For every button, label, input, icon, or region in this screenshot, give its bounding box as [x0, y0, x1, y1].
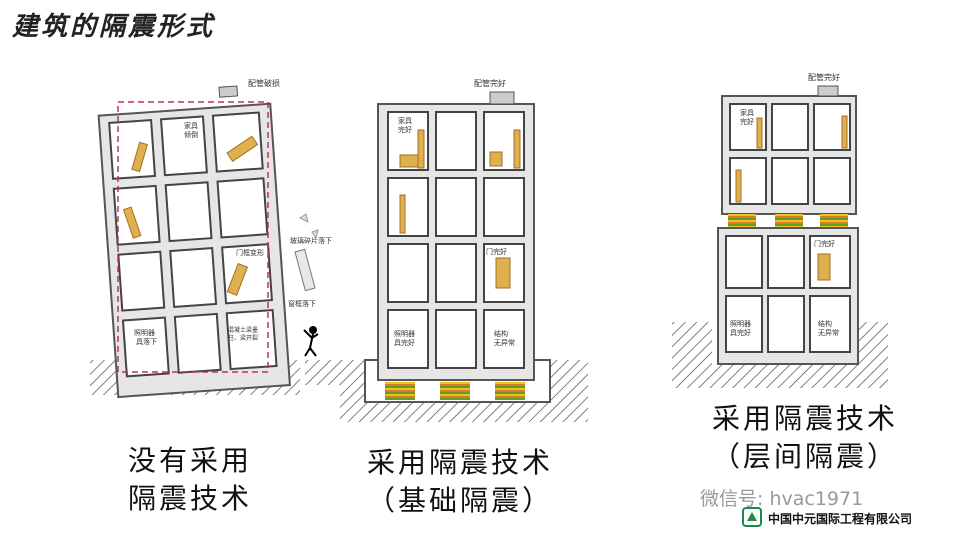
label-furniture-ok-2: 家具完好 — [398, 116, 412, 134]
label-door-deform: 门框变形 — [236, 248, 264, 257]
label-pipe-ok-3: 配管完好 — [808, 72, 840, 82]
label-structure-ok-3: 结构无异常 — [818, 319, 839, 337]
label-pipe-broken: 配管破损 — [248, 78, 280, 88]
label-lamp-ok-3: 照明器具完好 — [730, 320, 751, 337]
label-structure-ok-2: 结构无异常 — [494, 329, 515, 347]
label-furniture-fall: 家具倾倒 — [184, 121, 198, 139]
caption-2: 采用隔震技术 （基础隔震） — [345, 444, 575, 520]
label-pipe-ok-2: 配管完好 — [474, 78, 506, 88]
label-window-fall: 窗框落下 — [288, 299, 316, 308]
label-door-ok-3: 门完好 — [814, 239, 835, 248]
building-no-isolation: 配管破损 家具倾倒 玻璃碎片落下 门框变形 窗框落下 照明器具落下 混凝土梁墨柱… — [90, 78, 365, 399]
company-logo-icon — [742, 507, 762, 527]
label-concrete-crack: 混凝土梁墨柱、梁开裂 — [228, 326, 258, 342]
label-lamp-ok-2: 照明器具完好 — [394, 330, 415, 347]
bearing-3c — [820, 214, 848, 228]
caption-2-line1: 采用隔震技术 — [366, 446, 553, 479]
bearing-3a — [728, 214, 756, 228]
label-furniture-ok-3: 家具完好 — [740, 108, 754, 126]
company-name: 中国中元国际工程有限公司 — [768, 512, 913, 526]
building-base-isolation: 配管完好 家具完好 门完好 照明器具完好 结构无异常 — [340, 78, 588, 422]
building-interstory-isolation: 配管完好 家具完好 门完好 照明器具完好 结构无异常 — [672, 72, 888, 388]
bearing-2c — [495, 382, 525, 400]
bearing-3b — [775, 214, 803, 228]
caption-1: 没有采用 隔震技术 — [100, 442, 280, 518]
caption-1-line2: 隔震技术 — [127, 482, 252, 515]
person-falling-1 — [303, 326, 319, 357]
caption-1-line1: 没有采用 — [127, 444, 252, 477]
label-lamp-fall: 照明器具落下 — [134, 329, 157, 346]
bearing-2a — [385, 382, 415, 400]
caption-2-line2: （基础隔震） — [366, 484, 553, 517]
label-door-ok-2: 门完好 — [486, 247, 507, 256]
caption-3-line1: 采用隔震技术 — [711, 402, 898, 435]
caption-3-line2: （层间隔震） — [711, 440, 898, 473]
page-title: 建筑的隔震形式 — [12, 12, 216, 42]
original-outline — [117, 101, 269, 373]
label-glass-fall: 玻璃碎片落下 — [290, 236, 332, 245]
bearing-2b — [440, 382, 470, 400]
caption-3: 采用隔震技术 （层间隔震） — [690, 400, 920, 476]
wechat-watermark: 微信号: hvac1971 — [700, 488, 864, 510]
